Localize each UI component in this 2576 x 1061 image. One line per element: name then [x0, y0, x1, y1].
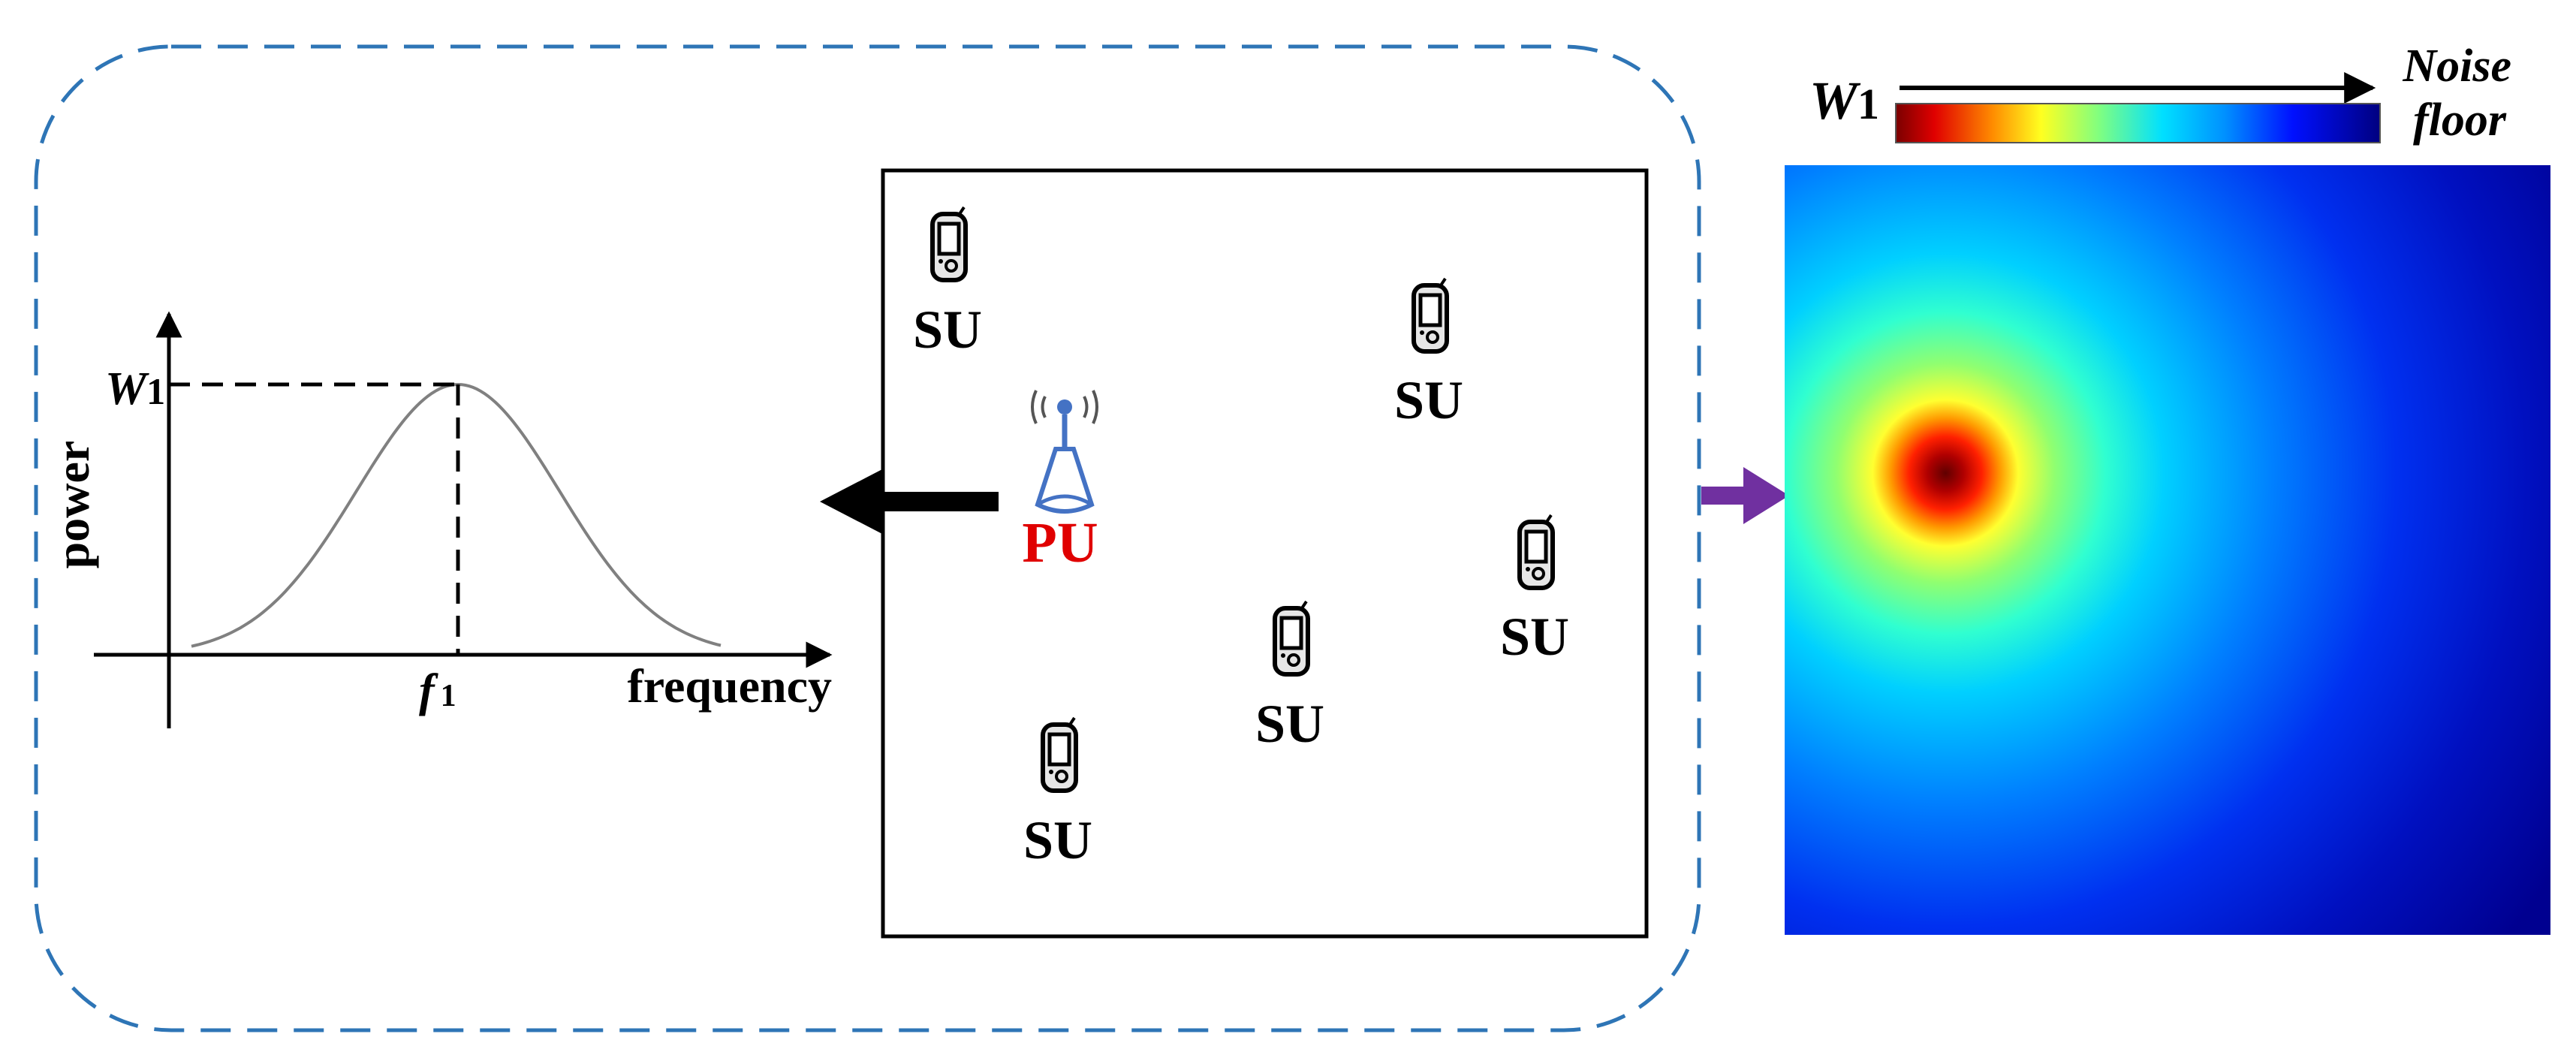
- su-label: SU: [1255, 694, 1324, 754]
- phone-icon: [1520, 515, 1553, 588]
- su-label: SU: [1394, 370, 1463, 430]
- colorbar-right-label-bottom: floor: [2413, 95, 2507, 146]
- field-area: [881, 168, 1649, 939]
- output-arrow: [1701, 467, 1789, 524]
- phone-icon: [932, 207, 966, 280]
- dashed-boundary: [34, 44, 1701, 1032]
- phone-icon: [1043, 718, 1076, 791]
- su-label: SU: [1500, 607, 1569, 667]
- frequency-axis-label: frequency: [627, 659, 832, 713]
- colorbar-left-label: W1: [1809, 71, 1879, 131]
- pu-label: PU: [1022, 511, 1098, 574]
- primary-user: PU: [1022, 390, 1098, 574]
- colorbar-gradient: [1895, 103, 2381, 143]
- colorbar-right-label-top: Noise: [2402, 41, 2511, 92]
- heatmap-field: [1785, 165, 2550, 935]
- phone-icon: [1414, 279, 1447, 351]
- su-label: SU: [1023, 810, 1092, 870]
- secondary-user-3: SU: [1500, 515, 1569, 667]
- colorbar: W1 Noise floor: [1809, 41, 2511, 146]
- peak-label: W1: [105, 363, 165, 414]
- antenna-icon: [1031, 390, 1098, 514]
- su-label: SU: [913, 300, 982, 360]
- secondary-user-1: SU: [913, 207, 982, 360]
- phone-icon: [1275, 601, 1308, 674]
- power-axis-label: power: [46, 441, 99, 569]
- input-arrow: [820, 469, 999, 534]
- power-heatmap: [1785, 165, 2550, 935]
- secondary-user-2: SU: [1394, 279, 1463, 430]
- secondary-user-5: SU: [1023, 718, 1092, 870]
- secondary-user-4: SU: [1255, 601, 1324, 754]
